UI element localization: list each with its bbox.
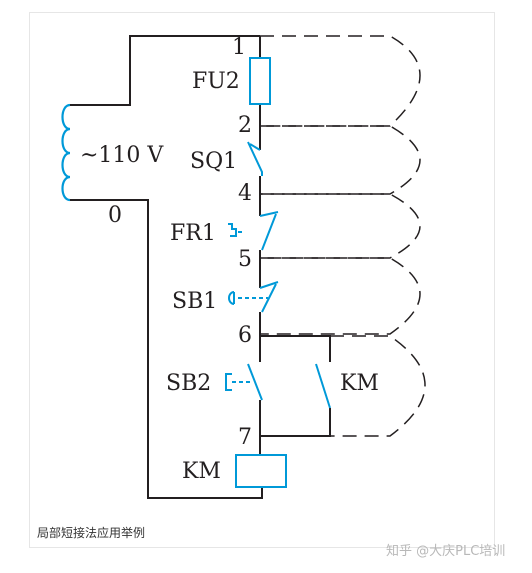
node-2-label: 2 <box>238 113 252 138</box>
watermark: 知乎 @大庆PLC培训 <box>386 544 506 559</box>
short-loop-2-4 <box>260 125 421 195</box>
limit-switch-label: SQ1 <box>190 149 237 174</box>
thermal-relay-actuator-icon <box>228 223 242 237</box>
top-wire <box>70 35 260 106</box>
node-5-label: 5 <box>238 247 252 272</box>
short-loop-5-6 <box>260 257 421 335</box>
figure-frame <box>29 12 495 548</box>
aux-contact-label: KM <box>340 371 379 396</box>
km-branch-top <box>260 335 331 362</box>
node-4-label: 4 <box>238 181 252 206</box>
sq1-blade <box>247 141 263 176</box>
thermal-relay-label: FR1 <box>170 221 216 246</box>
supply-voltage-label: ~110 V <box>80 143 164 168</box>
short-loop-1-2 <box>260 35 421 127</box>
stop-button-actuator-icon <box>228 291 268 305</box>
sb2-blade <box>247 363 263 401</box>
wiring <box>70 35 331 499</box>
relay-coil-label: KM <box>182 459 221 484</box>
km-contact-blade <box>315 363 331 409</box>
node-6-label: 6 <box>238 323 252 348</box>
km-branch-bottom <box>260 408 331 437</box>
short-circuit-loops <box>260 35 426 437</box>
relay-coil-icon <box>235 454 287 488</box>
node-7-label: 7 <box>238 425 252 450</box>
neutral-label: 0 <box>108 203 122 228</box>
start-button-label: SB2 <box>166 371 211 396</box>
transformer-coil-icon <box>61 103 71 202</box>
fr1-blade <box>259 211 279 251</box>
sb1-blade <box>259 281 279 313</box>
switch-blades <box>247 141 331 409</box>
bottom-wire <box>70 199 263 499</box>
short-loop-6-7 <box>330 335 426 437</box>
fuse-icon <box>249 57 271 105</box>
stop-button-label: SB1 <box>172 289 217 314</box>
figure-caption: 局部短接法应用举例 <box>37 526 146 540</box>
fuse-label: FU2 <box>192 69 240 94</box>
start-button-actuator-icon <box>225 373 252 391</box>
node-1-label: 1 <box>232 35 246 60</box>
short-loop-4-5 <box>260 193 421 259</box>
